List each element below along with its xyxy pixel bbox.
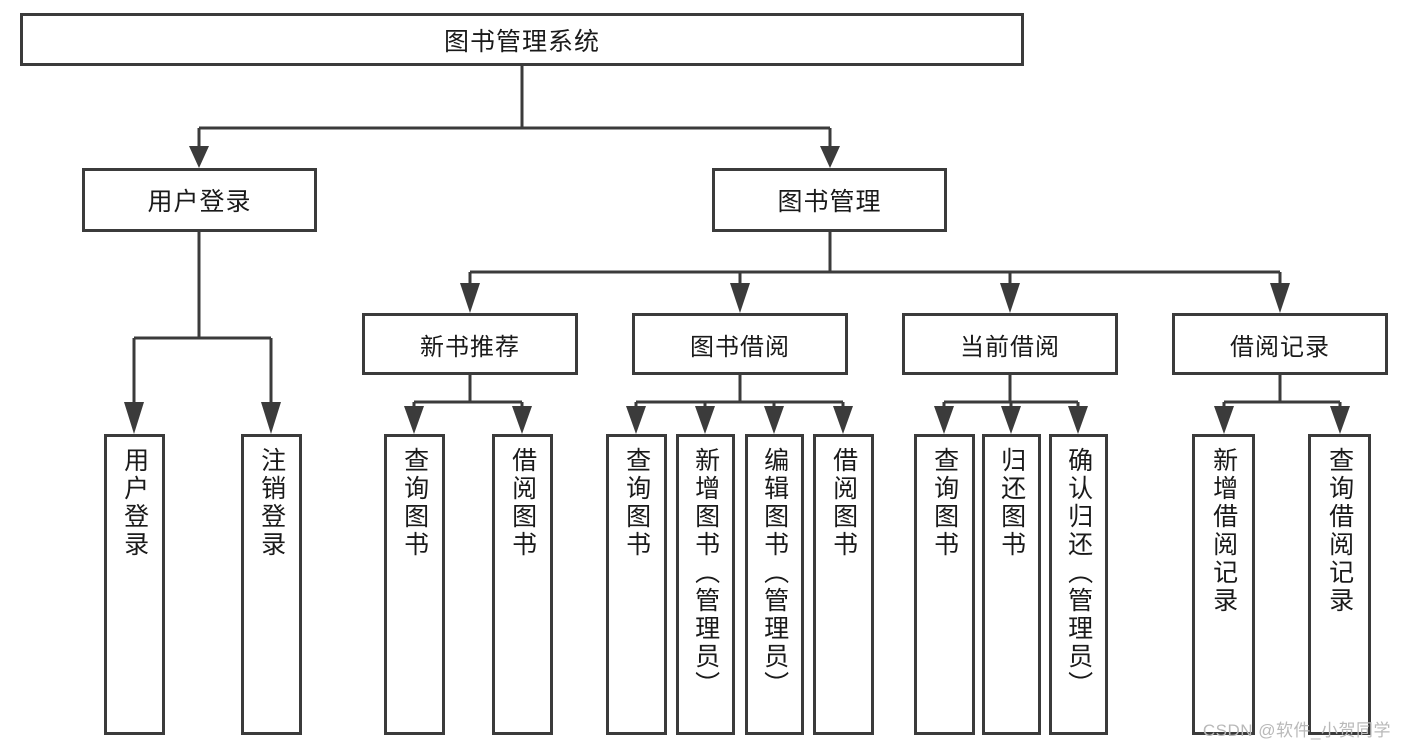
- arrowhead-book-borrow: [730, 283, 750, 313]
- node-leaf-user-login[interactable]: 用户登录: [104, 434, 165, 735]
- node-user-login-label: 用户登录: [147, 188, 252, 216]
- node-leaf-query-record-label: 查询借阅记录: [1325, 447, 1354, 615]
- node-borrow-record[interactable]: 借阅记录: [1172, 313, 1388, 375]
- node-leaf-user-logout-label: 注销登录: [257, 447, 286, 559]
- node-book-manage[interactable]: 图书管理: [712, 168, 947, 232]
- node-leaf-confirm-return-label: 确认归还（管理员）: [1064, 447, 1093, 699]
- node-leaf-query-book-1-label: 查询图书: [400, 447, 429, 559]
- node-new-book-recommend-label: 新书推荐: [420, 333, 520, 361]
- arrowhead-leaf-edit-book: [764, 406, 784, 434]
- node-leaf-add-record[interactable]: 新增借阅记录: [1192, 434, 1255, 735]
- node-leaf-add-book-label: 新增图书（管理员）: [691, 447, 720, 699]
- arrowhead-leaf-confirm-return: [1068, 406, 1088, 434]
- node-book-borrow-label: 图书借阅: [690, 333, 790, 361]
- arrowhead-new-book-recommend: [460, 283, 480, 313]
- node-leaf-query-record[interactable]: 查询借阅记录: [1308, 434, 1371, 735]
- arrowhead-current-borrow: [1000, 283, 1020, 313]
- node-leaf-confirm-return[interactable]: 确认归还（管理员）: [1049, 434, 1108, 735]
- arrowhead-book-manage: [820, 146, 840, 168]
- node-book-borrow[interactable]: 图书借阅: [632, 313, 848, 375]
- arrowhead-leaf-query-book-2: [626, 406, 646, 434]
- arrowhead-leaf-return-book: [1001, 406, 1021, 434]
- node-leaf-user-login-label: 用户登录: [120, 447, 149, 559]
- arrowhead-leaf-query-record: [1330, 406, 1350, 434]
- arrowhead-leaf-user-login: [124, 402, 144, 434]
- node-leaf-query-book-3[interactable]: 查询图书: [914, 434, 975, 735]
- node-leaf-query-book-2[interactable]: 查询图书: [606, 434, 667, 735]
- arrowhead-leaf-borrow-book-1: [512, 406, 532, 434]
- node-leaf-user-logout[interactable]: 注销登录: [241, 434, 302, 735]
- node-leaf-borrow-book-1-label: 借阅图书: [508, 447, 537, 559]
- node-current-borrow-label: 当前借阅: [960, 333, 1060, 361]
- node-leaf-edit-book[interactable]: 编辑图书（管理员）: [745, 434, 804, 735]
- node-leaf-borrow-book-2-label: 借阅图书: [829, 447, 858, 559]
- node-leaf-query-book-3-label: 查询图书: [930, 447, 959, 559]
- arrowhead-leaf-query-book-1: [404, 406, 424, 434]
- node-book-manage-label: 图书管理: [777, 188, 882, 216]
- node-new-book-recommend[interactable]: 新书推荐: [362, 313, 578, 375]
- node-user-login[interactable]: 用户登录: [82, 168, 317, 232]
- node-current-borrow[interactable]: 当前借阅: [902, 313, 1118, 375]
- node-leaf-return-book[interactable]: 归还图书: [982, 434, 1041, 735]
- node-leaf-query-book-2-label: 查询图书: [622, 447, 651, 559]
- node-leaf-add-record-label: 新增借阅记录: [1209, 447, 1238, 615]
- arrowhead-borrow-record: [1270, 283, 1290, 313]
- arrowhead-leaf-user-logout: [261, 402, 281, 434]
- node-leaf-edit-book-label: 编辑图书（管理员）: [760, 447, 789, 699]
- node-leaf-borrow-book-1[interactable]: 借阅图书: [492, 434, 553, 735]
- node-leaf-borrow-book-2[interactable]: 借阅图书: [813, 434, 874, 735]
- node-leaf-return-book-label: 归还图书: [997, 447, 1026, 559]
- arrowhead-leaf-borrow-book-2: [833, 406, 853, 434]
- csdn-watermark: CSDN @软件_小贺同学: [1202, 721, 1391, 740]
- arrowhead-leaf-add-record: [1214, 406, 1234, 434]
- arrowhead-user-login: [189, 146, 209, 168]
- node-borrow-record-label: 借阅记录: [1230, 333, 1330, 361]
- node-root-book-management-system[interactable]: 图书管理系统: [20, 13, 1024, 66]
- arrowhead-leaf-add-book: [695, 406, 715, 434]
- arrowhead-leaf-query-book-3: [934, 406, 954, 434]
- node-leaf-add-book[interactable]: 新增图书（管理员）: [676, 434, 735, 735]
- node-leaf-query-book-1[interactable]: 查询图书: [384, 434, 445, 735]
- node-root-label: 图书管理系统: [443, 27, 600, 56]
